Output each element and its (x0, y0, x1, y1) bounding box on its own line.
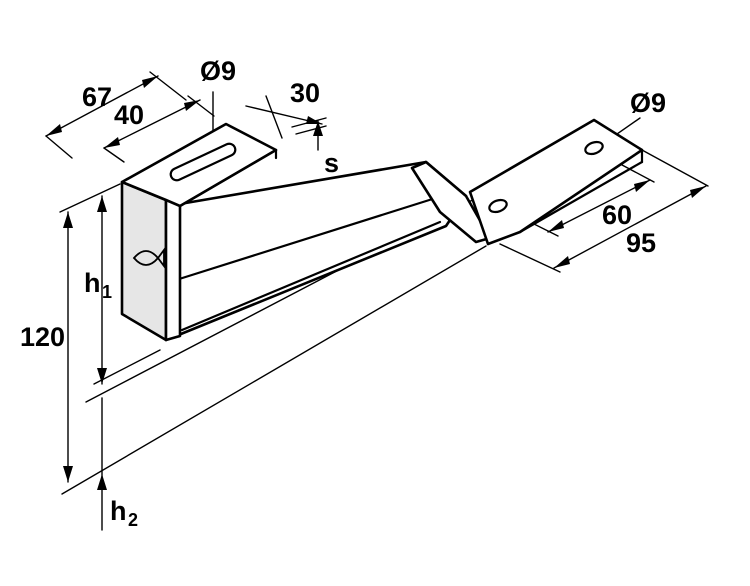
arrow-60-left (548, 220, 564, 232)
arrow-h2 (97, 474, 107, 490)
fish-logo-icon (132, 247, 165, 269)
arrow-95-left (554, 256, 570, 268)
dim-67-ext-left (45, 135, 73, 159)
dim-h2-letter: h (110, 496, 127, 526)
dim-60-label: 60 (602, 200, 632, 230)
dim-h1-letter: h (84, 268, 101, 298)
dim-40-ext-right (187, 95, 215, 117)
dim-67-ext-right (149, 71, 187, 101)
dim-40-line (103, 99, 201, 149)
foot-hole-near (488, 198, 508, 214)
arrow-h1-bottom (97, 368, 107, 384)
arrow-60-right (634, 180, 650, 192)
arrow-h1-top (97, 196, 107, 212)
bracket-bend (410, 160, 492, 244)
arrow-67-right (142, 76, 158, 88)
dim-95-ext-left (499, 243, 561, 273)
dim-40-ext-left (103, 147, 125, 163)
dim-95-label: 95 (626, 228, 656, 258)
dim-67-label: 67 (82, 82, 112, 112)
arm-edge-2 (174, 194, 444, 282)
dim-30-ext (265, 95, 283, 139)
dimension-lines (45, 71, 709, 531)
dim-95-line (553, 185, 707, 269)
base-line-lower (61, 245, 487, 495)
hook-top-edge (178, 148, 278, 208)
dim-40-label: 40 (114, 100, 144, 130)
thickness-s-label: s (324, 148, 339, 178)
base-line-h1 (93, 349, 161, 385)
arrow-s (313, 121, 323, 136)
dim-30-label: 30 (290, 78, 320, 108)
dim-h1-subscript: 1 (102, 282, 112, 302)
arrow-40-right (184, 100, 200, 111)
arrow-120-top (63, 212, 73, 228)
foot-hole-label: Ø9 (630, 88, 666, 118)
foot-plate-edge (518, 160, 644, 234)
arrowheads (46, 76, 706, 490)
arrow-95-right (690, 186, 706, 198)
arrow-67-left (46, 124, 62, 136)
dim-120-label: 120 (20, 322, 65, 352)
top-hole-label: Ø9 (200, 56, 236, 86)
back-plate-edge (164, 194, 182, 342)
dim-60-line (547, 179, 651, 233)
dim-120-ext-top (59, 183, 121, 213)
arrow-120-bottom (63, 466, 73, 482)
bracket-body (120, 118, 644, 342)
foot-hole-far (584, 140, 604, 156)
dim-95-ext-right (641, 149, 709, 187)
dim-h2-subscript: 2 (128, 510, 138, 530)
dimension-labels: 67 40 Ø9 30 s Ø9 60 95 120 h 1 h 2 (20, 56, 666, 530)
dim-67-line (45, 75, 159, 137)
arm-edge-1 (180, 220, 442, 332)
dim-s-ext-bottom (295, 125, 327, 135)
top-slot-hole (169, 142, 237, 182)
arrow-40-left (104, 137, 120, 148)
